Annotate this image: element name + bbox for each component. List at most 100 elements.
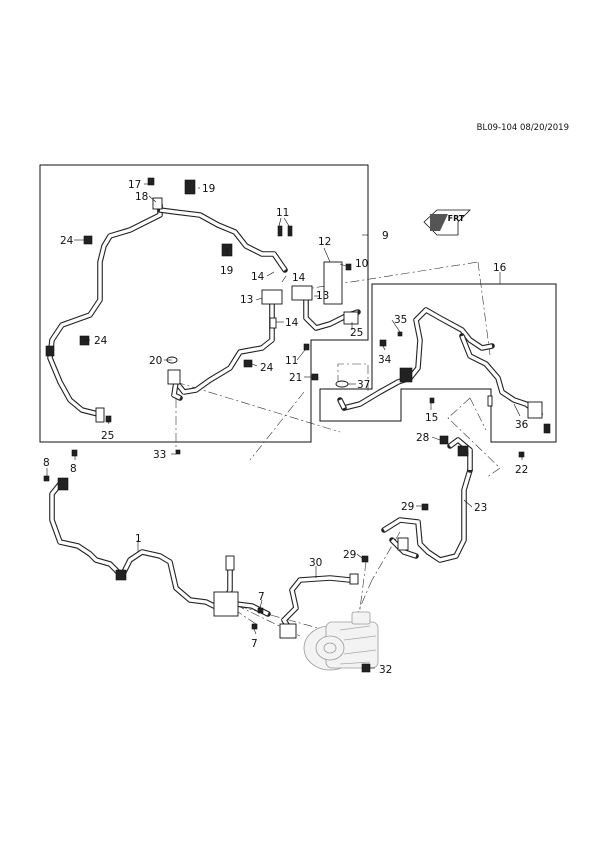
callout-37: 37: [357, 379, 370, 391]
callout-35: 35: [394, 314, 407, 326]
callout-29: 29: [401, 501, 414, 513]
part-18-fitting: [152, 197, 163, 210]
part-11b-bolt: [287, 225, 293, 237]
part-10-bolt: [345, 263, 352, 271]
part-23-end-fitting: [397, 537, 409, 551]
callout-15: 15: [425, 412, 438, 424]
part-25b-bracket: [343, 311, 359, 325]
callout-23: 23: [474, 502, 487, 514]
callout-7b: 7: [251, 638, 258, 650]
callout-17: 17: [128, 179, 141, 191]
callout-16: 16: [493, 262, 507, 274]
part-29b-nut: [361, 555, 369, 563]
part-1-end-fitting: [57, 477, 69, 491]
callout-10: 10: [355, 258, 368, 270]
callout-25: 25: [101, 430, 114, 442]
part-36-clip: [487, 395, 493, 407]
callout-33: 33: [153, 449, 166, 461]
hose-assembly-23: [381, 435, 473, 563]
callout-36: 36: [515, 419, 529, 431]
hose-end-fitting: [45, 345, 55, 357]
part-14-seal: [269, 317, 277, 329]
part-15-bolt: [429, 397, 435, 404]
callout-14c: 14: [285, 317, 299, 329]
callout-21: 21: [289, 372, 302, 384]
callout-9: 9: [382, 230, 389, 242]
part-22-nut: [518, 451, 525, 458]
callout-19: 19: [202, 183, 215, 195]
hose-clamp: [399, 367, 413, 383]
group-box-9: [39, 164, 369, 443]
part-21-nut: [311, 373, 319, 381]
part-7-bolt: [257, 607, 264, 614]
part-24c-clip: [243, 359, 253, 368]
hose-assembly-16: [337, 307, 543, 417]
part-33-bolt: [175, 449, 181, 455]
callout-7: 7: [258, 591, 265, 603]
part-24b-clip: [79, 335, 90, 346]
callout-30: 30: [309, 557, 322, 569]
callout-22: 22: [515, 464, 528, 476]
compressor-outline: [303, 611, 379, 671]
part-35-bolt: [397, 331, 403, 337]
group-9-parts: [45, 177, 359, 457]
part-12-bracket: [323, 261, 343, 305]
part-1-bracket: [213, 591, 239, 617]
part-28-nut: [439, 435, 449, 445]
front-direction-icon: FRT: [423, 209, 471, 236]
callout-24c: 24: [260, 362, 274, 374]
callout-labels: 17 18 19 24 11 9 12 10 19 14 14 13 13 14…: [43, 179, 529, 676]
part-34-nut: [379, 339, 387, 347]
callout-14: 14: [251, 271, 265, 283]
part-17-clip: [147, 177, 155, 186]
part-11c-bolt: [303, 343, 310, 351]
part-8b-bolt: [43, 475, 50, 482]
part-16-end-cap: [543, 423, 551, 434]
part-19-clip: [184, 179, 196, 195]
part-29-nut: [421, 503, 429, 511]
callout-28: 28: [416, 432, 429, 444]
leader-lines: [46, 183, 523, 669]
callout-32: 32: [379, 664, 392, 676]
callout-1: 1: [135, 533, 142, 545]
part-23-fitting: [457, 445, 469, 457]
part-1-clamp: [115, 569, 127, 581]
callout-29b: 29: [343, 549, 356, 561]
callout-24b: 24: [94, 335, 108, 347]
hose-assembly-9: [47, 202, 361, 417]
callout-11b: 11: [285, 355, 298, 367]
part-1-valve: [225, 555, 235, 571]
callout-8b: 8: [70, 463, 77, 475]
part-11-bolt: [277, 225, 283, 237]
part-8-bolt: [71, 449, 78, 457]
part-30-fitting: [279, 623, 297, 639]
callout-19b: 19: [220, 265, 233, 277]
callout-8: 8: [43, 457, 50, 469]
callout-18: 18: [135, 191, 148, 203]
part-7b-bolt: [251, 623, 258, 630]
callout-24: 24: [60, 235, 74, 247]
callout-20: 20: [149, 355, 162, 367]
part-32-bolt: [361, 663, 371, 673]
part-37-oring: [335, 380, 349, 388]
callout-34: 34: [378, 354, 392, 366]
group-16-parts: [335, 331, 551, 458]
part-16-end-fitting: [527, 401, 543, 419]
group-box-16: [319, 283, 557, 443]
callout-13: 13: [240, 294, 253, 306]
part-13b-valve: [291, 285, 313, 301]
part-20-fitting: [167, 369, 181, 385]
part-13-valve: [261, 289, 283, 305]
document-reference: BL09-104 08/20/2019: [477, 123, 569, 133]
callout-13b: 13: [316, 290, 329, 302]
callout-25b: 25: [350, 327, 363, 339]
part-24-clip: [83, 235, 93, 245]
hose-assembly-30: [279, 555, 369, 639]
group-1-parts: [43, 475, 264, 630]
callout-12: 12: [318, 236, 331, 248]
part-25-bracket: [95, 407, 105, 423]
callout-11: 11: [276, 207, 289, 219]
part-30-end-fitting: [349, 573, 359, 585]
front-direction-label: FRT: [448, 214, 465, 223]
